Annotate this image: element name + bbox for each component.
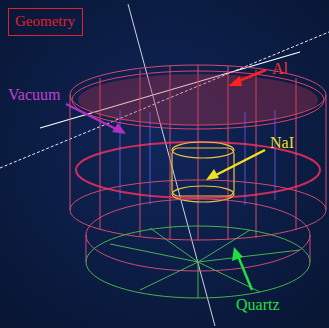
- material-label: Quartz: [236, 296, 280, 314]
- material-label: NaI: [270, 134, 294, 152]
- title-box: Geometry: [8, 8, 83, 36]
- material-label: Vacuum: [8, 86, 60, 104]
- title-text: Geometry: [15, 13, 75, 30]
- material-label: Al: [272, 60, 288, 78]
